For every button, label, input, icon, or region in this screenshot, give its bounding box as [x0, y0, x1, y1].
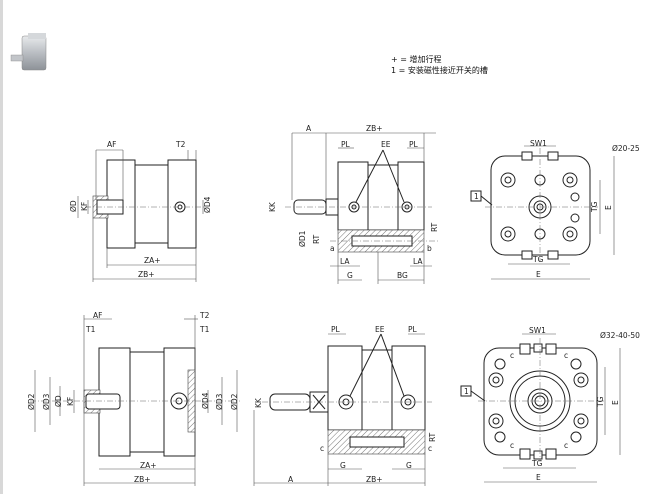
dim-g: G	[347, 271, 353, 280]
top-middle-section-view	[285, 132, 440, 284]
dim-d1: ØD1	[298, 230, 307, 247]
label-c: c	[320, 444, 324, 453]
dim-e: E	[604, 205, 613, 210]
dim-ee: EE	[381, 140, 391, 149]
slot-callout: 1	[464, 387, 469, 396]
dim-d3: ØD3	[42, 393, 51, 410]
dim-pl: PL	[409, 140, 419, 149]
top-right-end-view	[470, 145, 615, 280]
dim-kk: KK	[254, 397, 263, 408]
dim-sw1: SW1	[530, 139, 547, 148]
label-c: c	[564, 351, 568, 360]
cylinder-product-photo	[10, 33, 47, 71]
label-a: a	[330, 244, 335, 253]
dim-pl: PL	[331, 325, 341, 334]
dim-e: E	[611, 400, 620, 405]
dim-pl: PL	[341, 140, 351, 149]
dim-tg: TG	[532, 255, 544, 264]
label-c: c	[510, 441, 514, 450]
dim-tg: TG	[531, 459, 543, 468]
dim-pl: PL	[408, 325, 418, 334]
dim-t1: T1	[85, 325, 96, 334]
dim-zb: ZB+	[366, 475, 383, 484]
bottom-left-side-view	[30, 315, 240, 486]
dim-rt: RT	[428, 432, 437, 442]
dim-za: ZA+	[144, 256, 161, 265]
top-left-side-view	[77, 149, 205, 282]
dim-g: G	[406, 461, 412, 470]
dim-d: ØD	[54, 395, 63, 407]
dim-rt: RT	[430, 222, 439, 232]
dim-t2: T2	[175, 140, 186, 149]
dim-kf: KF	[80, 202, 89, 211]
slot-callout: 1	[474, 192, 479, 201]
dim-kk: KK	[268, 201, 277, 212]
dim-e: E	[536, 270, 541, 279]
dim-d: ØD	[69, 200, 78, 212]
legend-slot: 1 = 安装磁性接近开关的槽	[391, 65, 488, 75]
size-range-label: Ø20-25	[612, 144, 640, 153]
dim-sw1: SW1	[529, 326, 546, 335]
page-border	[0, 0, 3, 494]
dim-a: A	[306, 124, 312, 133]
dim-la: LA	[340, 257, 350, 266]
dim-d2: ØD2	[230, 393, 239, 410]
bottom-right-end-view	[460, 333, 621, 483]
dim-la: LA	[413, 257, 423, 266]
bottom-middle-section-view	[253, 333, 432, 486]
dim-tg: TG	[596, 396, 605, 408]
label-c: c	[510, 351, 514, 360]
dim-d4: ØD4	[201, 392, 210, 409]
dim-kf: KF	[66, 397, 75, 406]
legend-plus: + = 增加行程	[391, 54, 442, 64]
dim-rt: RT	[312, 234, 321, 244]
dim-t2: T2	[199, 311, 210, 320]
dim-d4: ØD4	[203, 196, 212, 213]
dim-af: AF	[93, 311, 102, 320]
dim-e: E	[536, 473, 541, 482]
label-c: c	[564, 441, 568, 450]
dim-tg: TG	[590, 201, 599, 213]
size-range-label: Ø32-40-50	[600, 331, 640, 340]
label-c: c	[428, 444, 432, 453]
dim-a: A	[288, 475, 294, 484]
dim-t1: T1	[199, 325, 210, 334]
dim-d2: ØD2	[27, 393, 36, 410]
label-b: b	[427, 244, 432, 253]
dim-g: G	[340, 461, 346, 470]
dim-af: AF	[107, 140, 116, 149]
dim-zb: ZB+	[138, 270, 155, 279]
dim-d3: ØD3	[215, 393, 224, 410]
dim-zb: ZB+	[366, 124, 383, 133]
dim-ee: EE	[375, 325, 385, 334]
dim-za: ZA+	[140, 461, 157, 470]
dim-zb: ZB+	[134, 475, 151, 484]
dim-bg: BG	[397, 271, 408, 280]
